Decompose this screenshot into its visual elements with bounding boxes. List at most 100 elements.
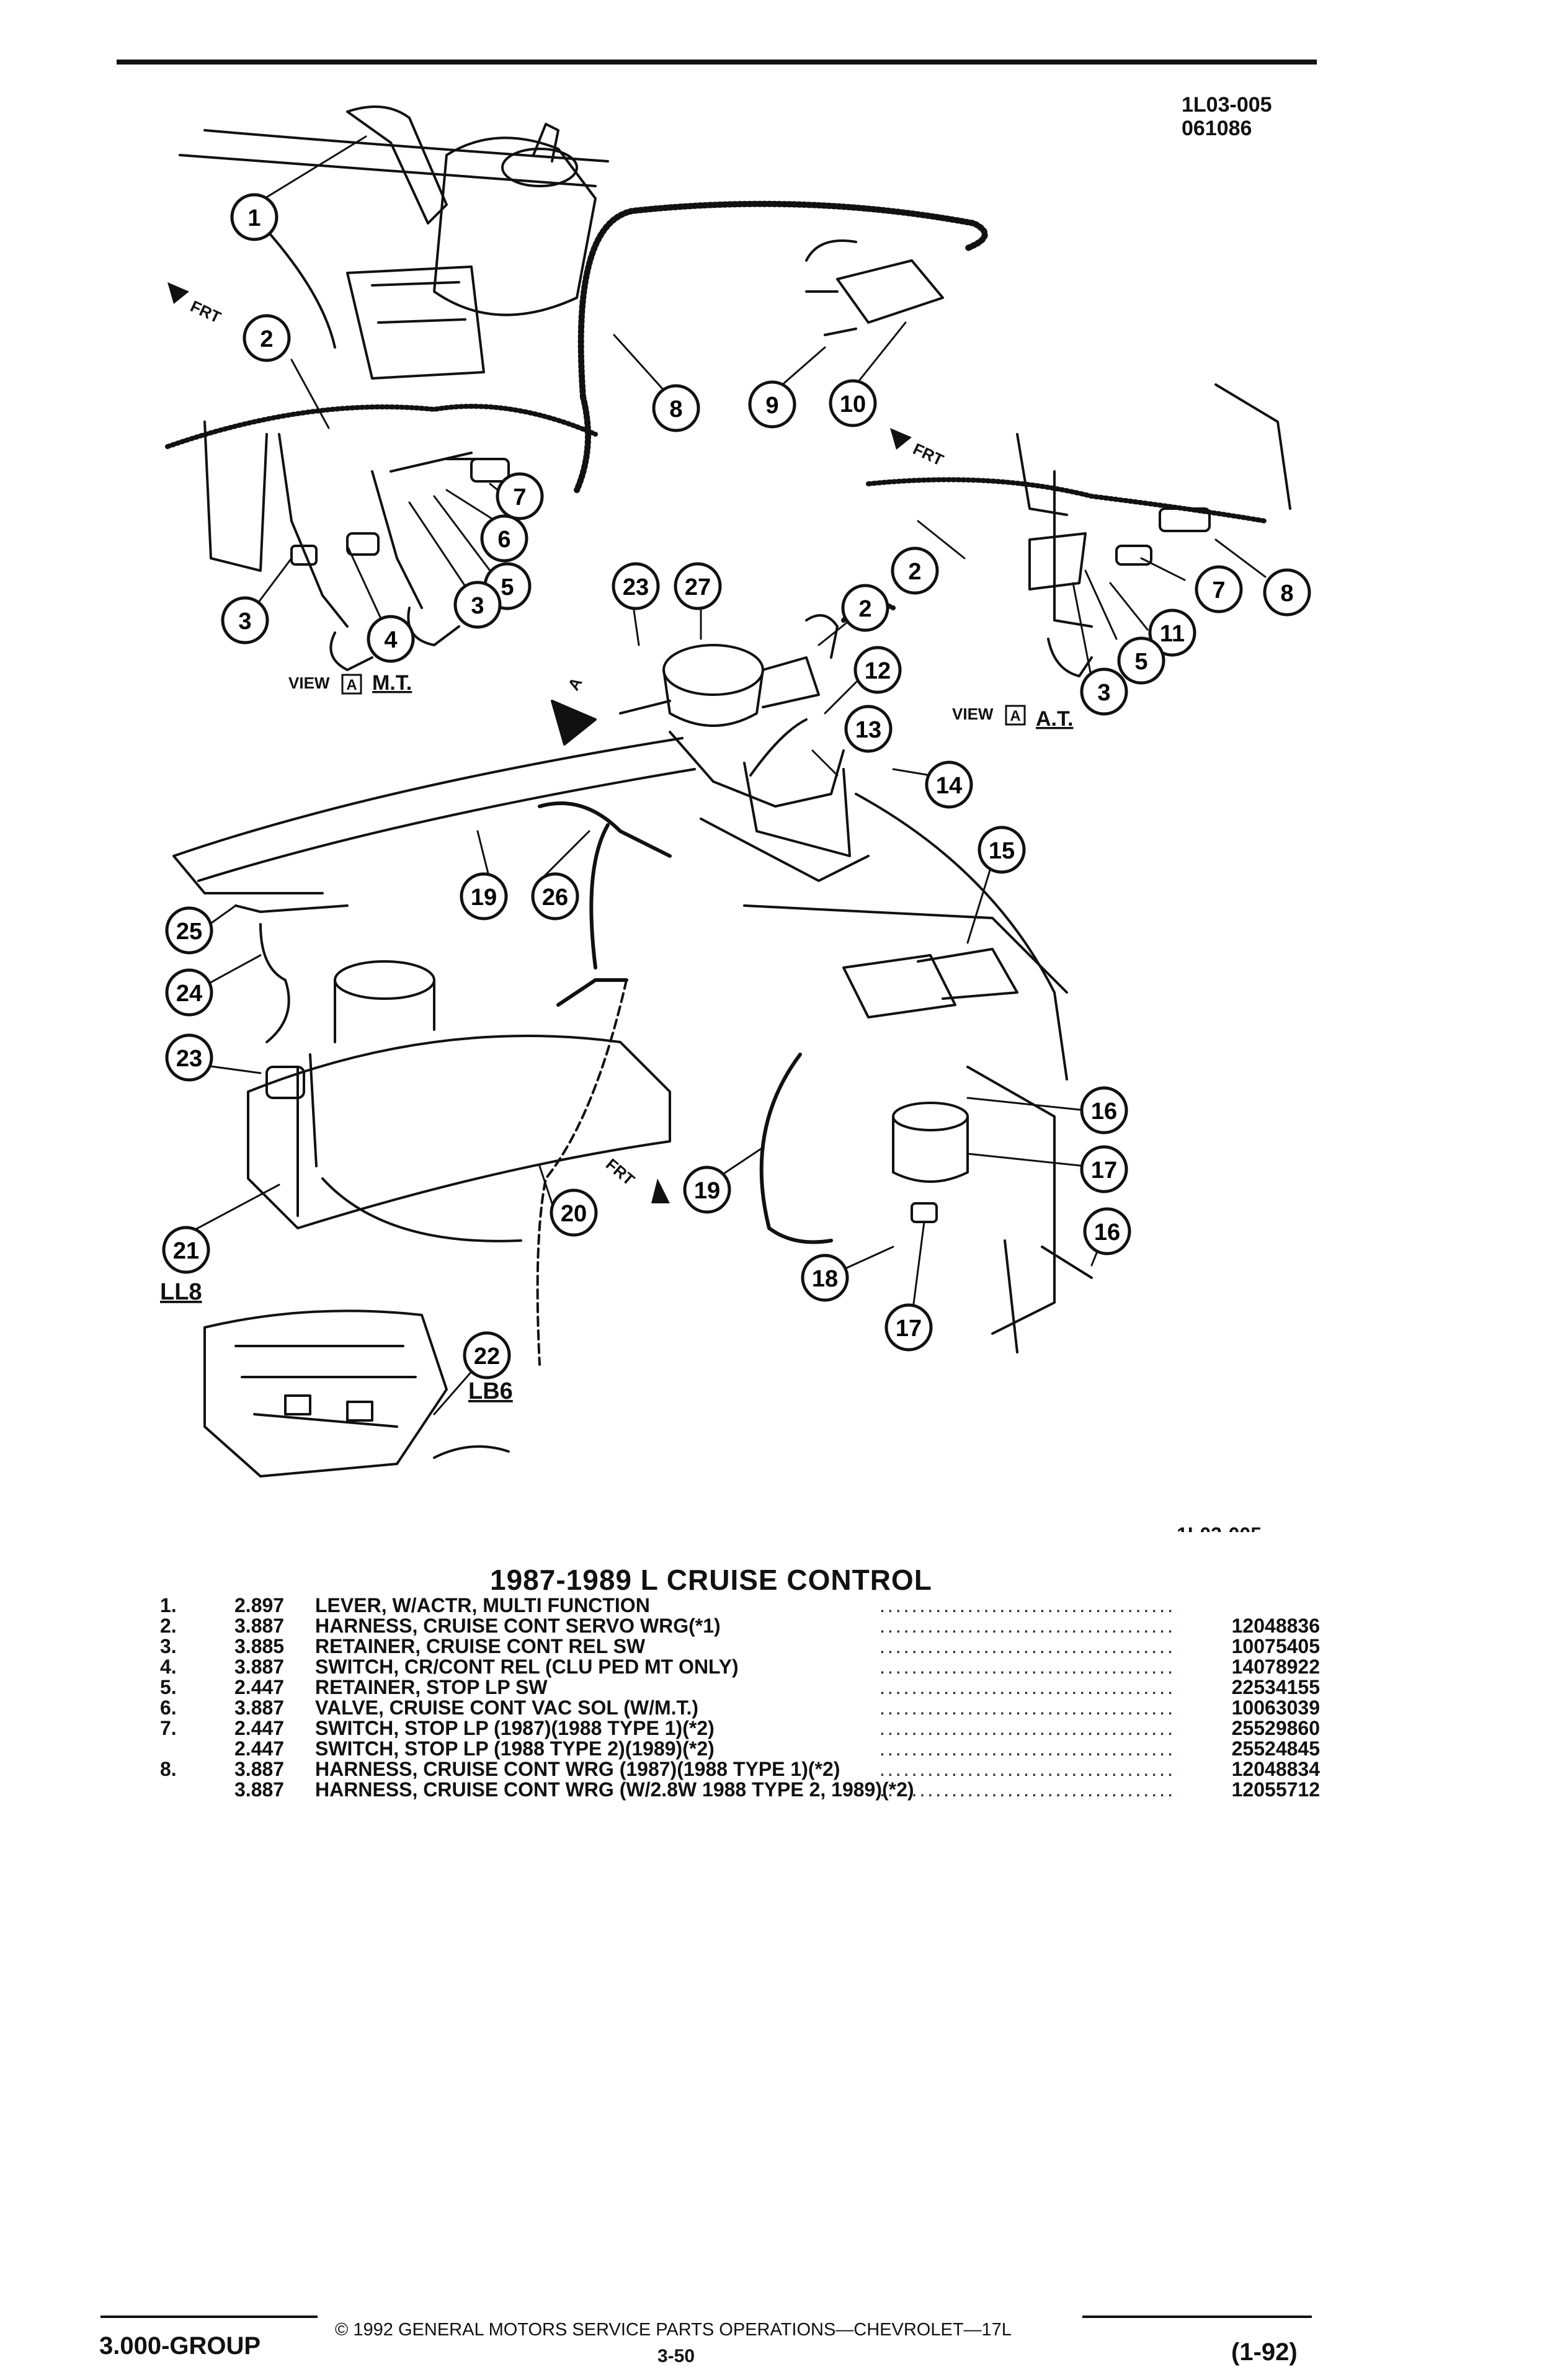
callout-label: 21 xyxy=(173,1238,199,1264)
dot-leader: ........................................… xyxy=(880,1657,1177,1677)
engine-bay-outline-drawing xyxy=(172,737,1068,1353)
part-number-code: 12055712 xyxy=(1231,1778,1320,1801)
callout-15: 15 xyxy=(978,826,1026,874)
callout-12: 12 xyxy=(853,646,902,694)
copyright-line: © 1992 GENERAL MOTORS SERVICE PARTS OPER… xyxy=(335,2320,1012,2340)
part-number: 2. xyxy=(160,1615,177,1637)
part-number-code: 22534155 xyxy=(1231,1676,1320,1698)
part-detail: , STOP LP SW xyxy=(415,1676,548,1698)
part-group: 2.897 xyxy=(234,1594,285,1616)
part-name: LEVER xyxy=(315,1594,381,1616)
callout-label: 17 xyxy=(1091,1157,1117,1184)
harness-8-drawing xyxy=(574,200,988,493)
callout-label: 3 xyxy=(471,593,484,619)
part-number: 3. xyxy=(160,1635,177,1657)
callout-16: 16 xyxy=(1080,1086,1128,1134)
part-group: 2.447 xyxy=(234,1676,285,1698)
callout-label: 16 xyxy=(1091,1099,1117,1125)
dot-leader: ........................................… xyxy=(880,1636,1177,1657)
callout-label: 7 xyxy=(513,484,526,510)
callout-27: 27 xyxy=(674,562,722,610)
cruise-control-exploded-diagram: FRT FRT FRT 1289107653342327212131427811… xyxy=(160,105,1311,1532)
callout-16: 16 xyxy=(1083,1207,1131,1255)
part-detail: , CRUISE CONT VAC SOL (W/M.T.) xyxy=(378,1696,699,1719)
callout-8: 8 xyxy=(652,384,700,432)
frt-label-right: FRT xyxy=(910,439,947,470)
callout-7: 7 xyxy=(496,472,544,520)
callout-label: 6 xyxy=(497,527,510,553)
callout-24: 24 xyxy=(165,968,213,1017)
top-rule xyxy=(117,60,1317,65)
throttle-body-drawing xyxy=(234,904,671,1229)
callout-10: 10 xyxy=(829,379,877,427)
steering-column-drawing xyxy=(179,105,609,380)
callout-label: 2 xyxy=(908,559,921,585)
callout-21: 21 xyxy=(162,1226,210,1274)
callout-4: 4 xyxy=(367,615,415,663)
part-name: SWITCH xyxy=(315,1656,394,1678)
page-number: 3-50 xyxy=(657,2346,695,2366)
callout-2: 2 xyxy=(841,584,889,632)
part-description: VALVE, CRUISE CONT VAC SOL (W/M.T.) xyxy=(315,1698,698,1718)
dot-leader: ........................................… xyxy=(880,1616,1177,1636)
view-mt-label: M.T. xyxy=(372,671,412,695)
part-number-code: 10063039 xyxy=(1231,1696,1320,1719)
callout-14: 14 xyxy=(925,760,973,809)
view-a-arrow xyxy=(551,700,597,746)
part-name: SWITCH xyxy=(315,1737,394,1760)
callout-19: 19 xyxy=(683,1166,731,1214)
callout-label: 26 xyxy=(542,885,568,911)
callout-8: 8 xyxy=(1263,568,1311,617)
part-description: RETAINER, CRUISE CONT REL SW xyxy=(315,1636,645,1657)
revision-label: (1-92) xyxy=(1231,2338,1298,2366)
callout-label: 8 xyxy=(1280,581,1293,607)
part-detail: , CRUISE CONT SERVO WRG(*1) xyxy=(412,1615,721,1637)
callout-label: 12 xyxy=(865,658,891,684)
part-group: 3.887 xyxy=(234,1758,285,1780)
callout-25: 25 xyxy=(165,906,213,955)
callout-label: 15 xyxy=(989,838,1015,864)
part-detail: , STOP LP (1988 TYPE 2)(1989)(*2) xyxy=(393,1737,715,1760)
callout-label: 13 xyxy=(855,717,881,743)
part-detail: , W/ACTR, MULTI FUNCTION xyxy=(381,1594,650,1616)
ref-date: 061086 xyxy=(1182,117,1252,140)
callout-17: 17 xyxy=(1080,1145,1128,1193)
part-number: 8. xyxy=(160,1758,177,1780)
part-number-code: 12048834 xyxy=(1231,1758,1320,1780)
group-label: 3.000-GROUP xyxy=(99,2332,261,2360)
part-detail: , STOP LP (1987)(1988 TYPE 1)(*2) xyxy=(393,1717,715,1739)
callout-7: 7 xyxy=(1195,565,1243,613)
view-at-box: A xyxy=(1010,708,1020,724)
callout-9: 9 xyxy=(748,380,796,429)
dot-leader: ........................................… xyxy=(880,1780,1177,1800)
callout-6: 6 xyxy=(480,514,528,563)
part-number: 5. xyxy=(160,1676,177,1698)
part-name: RETAINER xyxy=(315,1635,416,1657)
view-at-label: A.T. xyxy=(1036,707,1073,731)
frt-label-bottom: FRT xyxy=(602,1155,638,1190)
callout-11: 11 xyxy=(1148,608,1196,657)
callout-1: 1 xyxy=(230,193,278,241)
dot-leader: ........................................… xyxy=(880,1718,1177,1739)
view-at-prefix: VIEW xyxy=(952,705,994,723)
part-detail: , CRUISE CONT WRG (W/2.8W 1988 TYPE 2, 1… xyxy=(412,1778,914,1801)
catalog-title: 1987-1989 L CRUISE CONTROL xyxy=(490,1564,932,1596)
callout-label: 3 xyxy=(238,608,251,635)
part-group: 3.887 xyxy=(234,1615,285,1637)
part-name: VALVE xyxy=(315,1696,378,1719)
callout-label: 25 xyxy=(176,919,202,945)
callout-label: 22 xyxy=(474,1344,500,1370)
callout-label: 23 xyxy=(176,1046,202,1072)
ref-code: 1L03-005 xyxy=(1182,93,1272,117)
callout-22: 22 xyxy=(463,1331,511,1380)
part-number: 6. xyxy=(160,1696,177,1719)
part-description: SWITCH, STOP LP (1987)(1988 TYPE 1)(*2) xyxy=(315,1718,715,1739)
frt-label-left: FRT xyxy=(187,296,224,327)
callout-label: 16 xyxy=(1094,1219,1120,1246)
part-description: LEVER, W/ACTR, MULTI FUNCTION xyxy=(315,1595,650,1616)
